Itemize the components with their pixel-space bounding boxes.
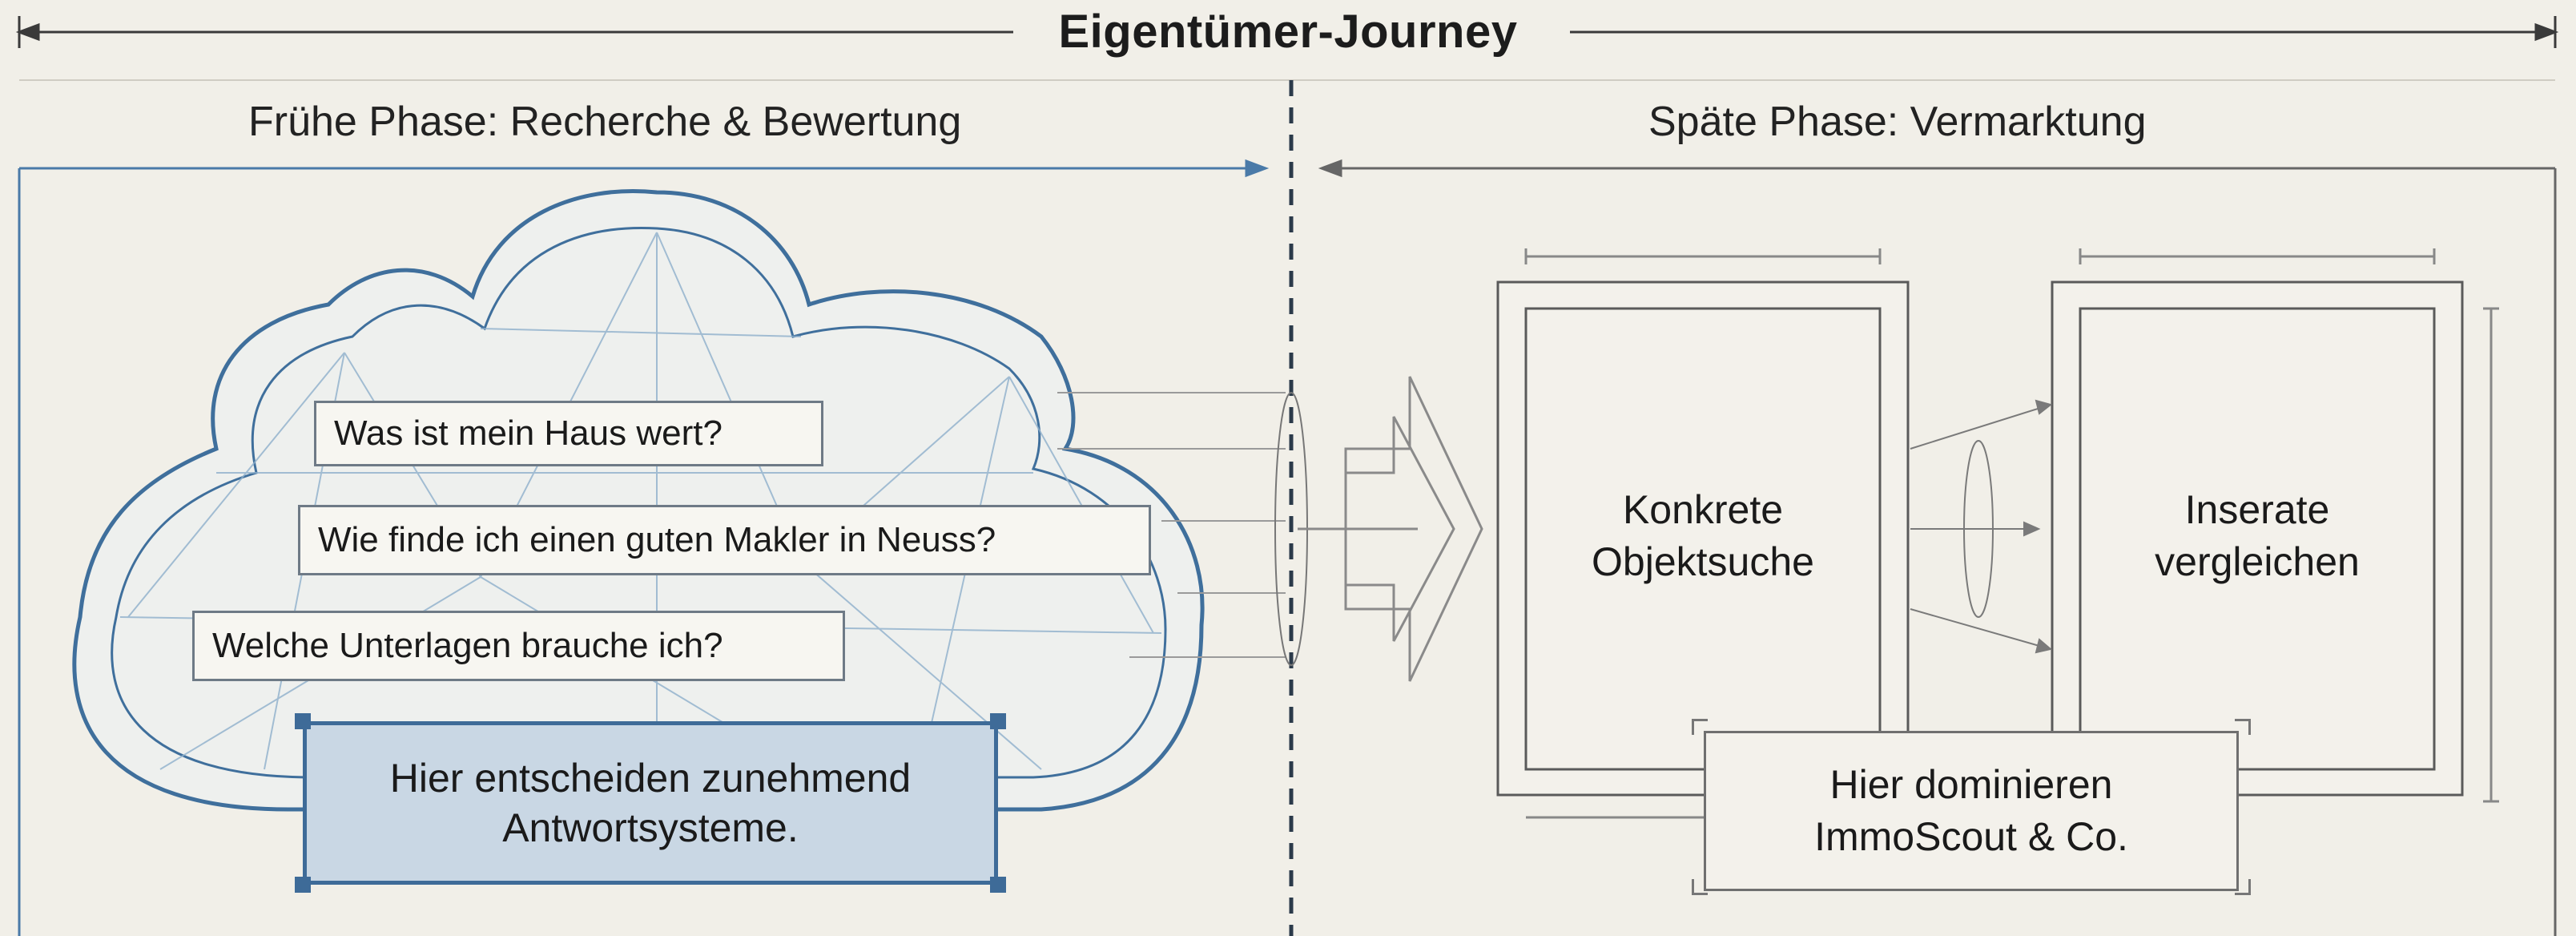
corner-marker bbox=[990, 713, 1006, 729]
funnel-lines bbox=[1057, 392, 1308, 666]
corner-marker bbox=[1692, 879, 1708, 895]
late-phase-label: Späte Phase: Vermarktung bbox=[1648, 99, 2147, 145]
corner-marker bbox=[1692, 719, 1708, 735]
corner-marker bbox=[2235, 719, 2251, 735]
corner-marker bbox=[2235, 879, 2251, 895]
question-text: Wie finde ich einen guten Makler in Neus… bbox=[318, 520, 996, 559]
early-phase-arrow bbox=[18, 159, 1270, 936]
stage-label-objektsuche: Konkrete Objektsuche bbox=[1592, 487, 1814, 584]
question-text: Was ist mein Haus wert? bbox=[334, 414, 722, 453]
stage-box-objektsuche bbox=[1496, 248, 1910, 819]
highlight-text: Hier entscheiden zunehmend Antwortsystem… bbox=[389, 755, 912, 851]
question-box-makler: Wie finde ich einen guten Makler in Neus… bbox=[298, 505, 1151, 575]
highlight-antwortsysteme: Hier entscheiden zunehmend Antwortsystem… bbox=[303, 721, 998, 885]
dominance-text: Hier dominieren ImmoScout & Co. bbox=[1814, 762, 2128, 859]
question-box-value: Was ist mein Haus wert? bbox=[314, 401, 823, 466]
page-title: Eigentümer-Journey bbox=[1058, 6, 1518, 58]
stage-box-inserate bbox=[2051, 248, 2499, 803]
corner-marker bbox=[990, 877, 1006, 893]
cloud-shape bbox=[72, 189, 1205, 812]
flow-arrow bbox=[1298, 376, 1483, 682]
question-text: Welche Unterlagen brauche ich? bbox=[212, 626, 723, 665]
stage-label-inserate: Inserate vergleichen bbox=[2155, 487, 2360, 584]
corner-marker bbox=[295, 877, 311, 893]
early-phase-label: Frühe Phase: Recherche & Bewertung bbox=[248, 99, 962, 145]
corner-marker bbox=[295, 713, 311, 729]
late-phase-arrow bbox=[1318, 159, 2557, 936]
stage-connector bbox=[1910, 399, 2053, 654]
question-box-unterlagen: Welche Unterlagen brauche ich? bbox=[192, 611, 845, 681]
journey-span-arrow bbox=[15, 16, 2559, 48]
dominance-box: Hier dominieren ImmoScout & Co. bbox=[1704, 731, 2239, 891]
